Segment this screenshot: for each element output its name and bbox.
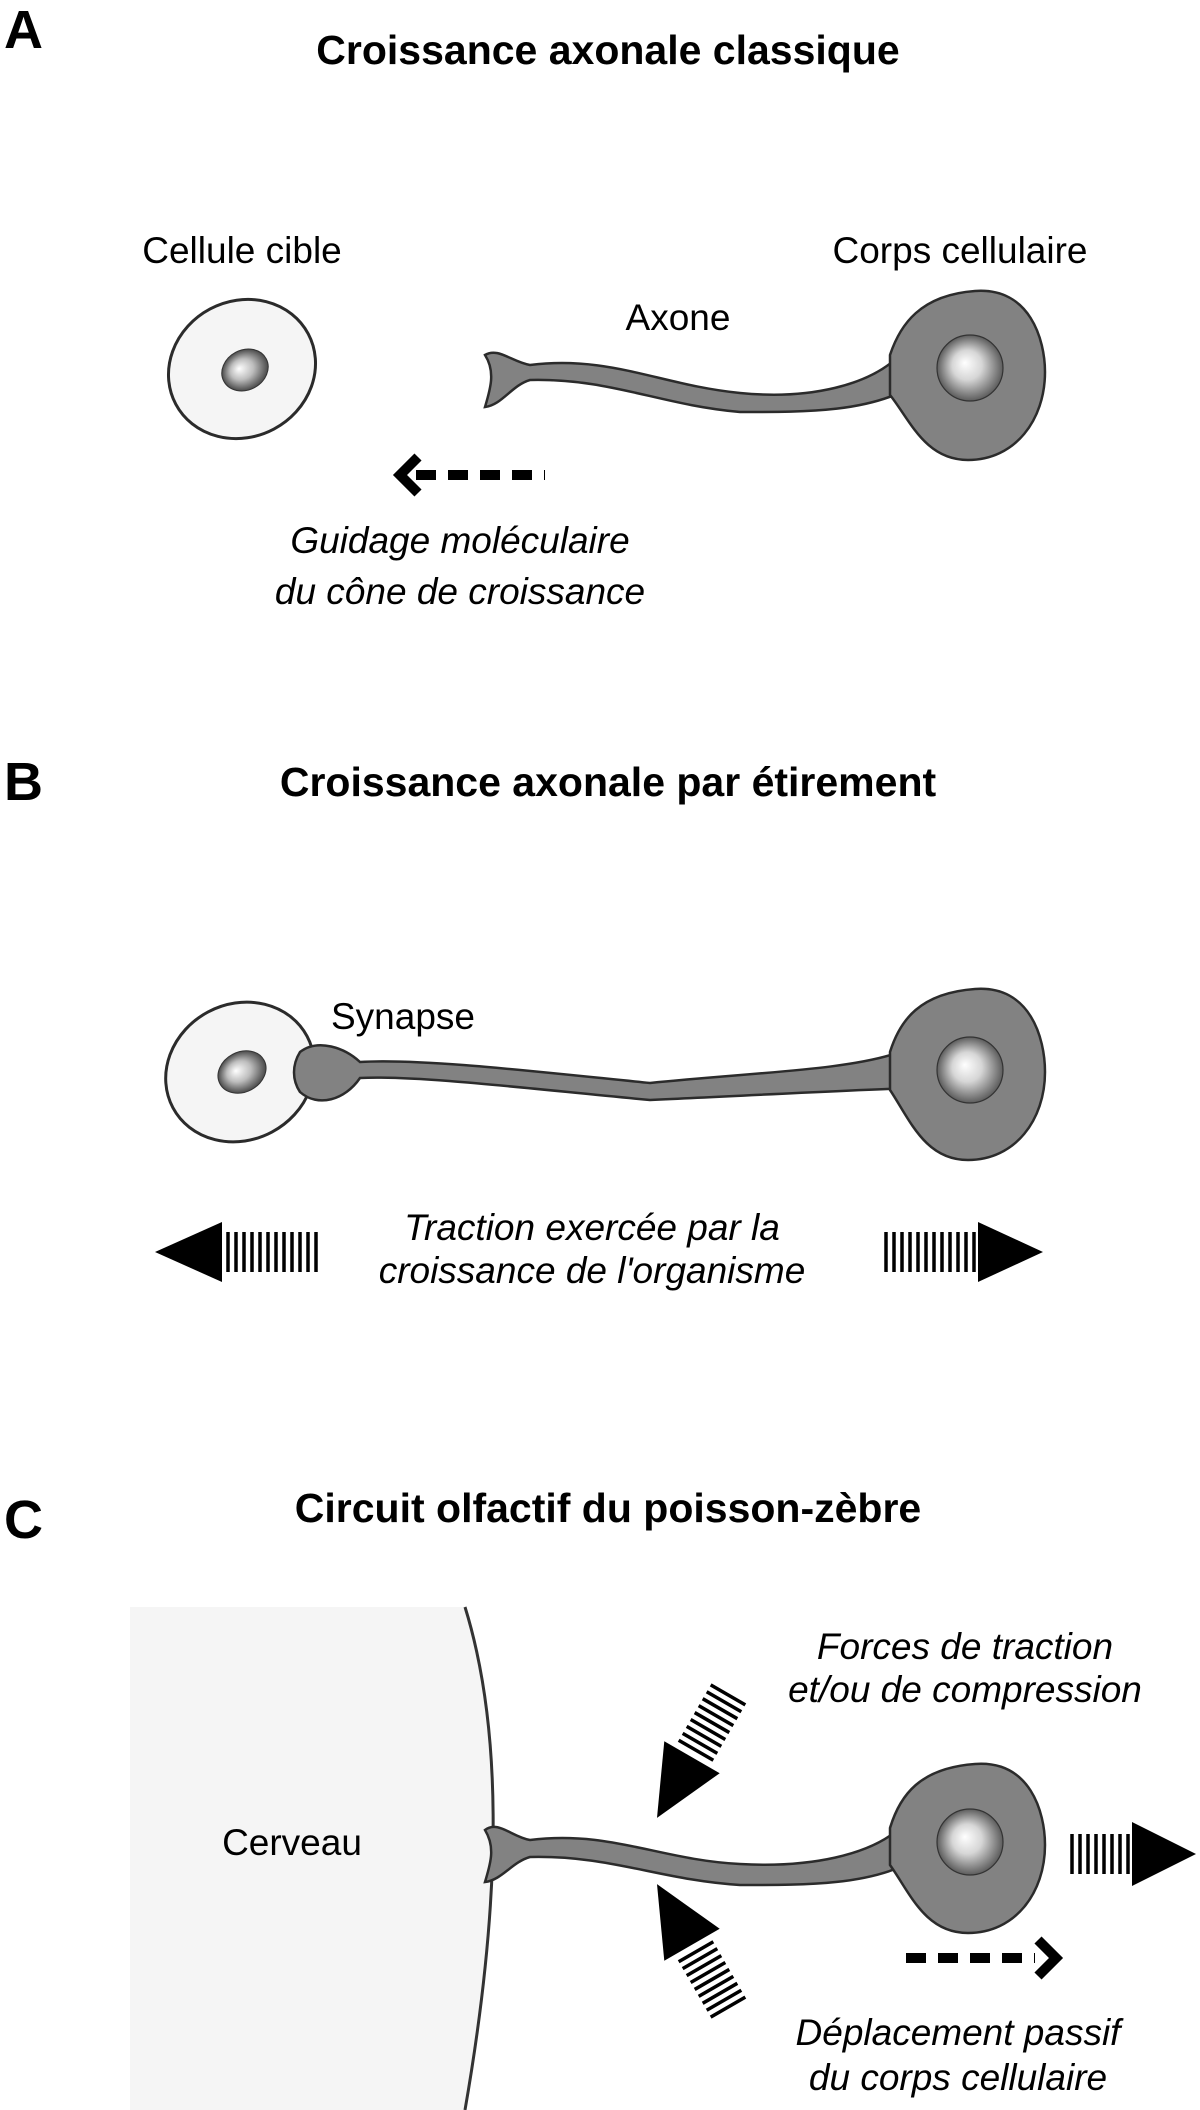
guidance-arrow: [392, 453, 545, 497]
guidance-arrow-head: [392, 453, 422, 497]
panel-b: B Croissance axonale par étirement Synap…: [4, 752, 1047, 1291]
target-cell-label: Cellule cible: [142, 230, 342, 271]
displacement-arrow: [906, 1936, 1064, 1980]
force-arrow-lower-stripes: [677, 1940, 747, 2019]
displacement-label-line1: Déplacement passif: [796, 2012, 1125, 2053]
neuron-a: [483, 289, 1047, 462]
target-cell: [166, 297, 318, 441]
axon-b: [292, 1044, 916, 1102]
traction-arrow-right-head: [978, 1222, 1043, 1282]
panel-a-title: Croissance axonale classique: [316, 27, 899, 73]
brain: [130, 1606, 495, 2110]
panel-c-letter: C: [4, 1490, 43, 1550]
displacement-label-line2: du corps cellulaire: [809, 2057, 1107, 2098]
axon-c: [483, 1825, 917, 1887]
cell-body-label: Corps cellulaire: [833, 230, 1088, 271]
panel-a: A Croissance axonale classique Cellule c…: [4, 0, 1088, 612]
panel-b-title: Croissance axonale par étirement: [280, 759, 937, 805]
force-arrow-upper-head: [657, 1741, 720, 1818]
soma-force-arrow-stripes: [1070, 1834, 1130, 1874]
traction-arrow-right: [884, 1222, 1043, 1282]
traction-arrow-left: [155, 1222, 318, 1282]
panel-a-caption-line1: Guidage moléculaire: [290, 520, 629, 561]
forces-label-line2: et/ou de compression: [788, 1669, 1142, 1710]
panel-b-caption-line1: Traction exercée par la: [404, 1207, 780, 1248]
target-cell-b: [164, 1000, 316, 1144]
force-arrow-upper-stripes: [677, 1683, 747, 1762]
axon-label: Axone: [626, 297, 731, 338]
displacement-arrow-head: [1034, 1936, 1064, 1980]
panel-b-caption-line2: croissance de l'organisme: [379, 1250, 806, 1291]
cell-body-b-nucleus: [936, 1036, 1004, 1104]
force-arrow-lower-head: [657, 1884, 720, 1961]
cell-body-c-nucleus: [936, 1808, 1004, 1876]
synapse-label: Synapse: [331, 996, 475, 1037]
traction-arrow-left-stripes: [226, 1232, 318, 1272]
neuron-b: [292, 987, 1047, 1162]
panel-c: C Circuit olfactif du poisson-zèbre Cerv…: [4, 1485, 1196, 2110]
traction-arrow-left-head: [155, 1222, 222, 1282]
panel-a-caption-line2: du cône de croissance: [275, 571, 645, 612]
brain-region: [130, 1607, 494, 2110]
brain-boundary: [463, 1606, 495, 2110]
panel-b-letter: B: [4, 752, 43, 812]
brain-label: Cerveau: [222, 1822, 362, 1863]
force-arrow-upper: [657, 1683, 747, 1818]
cell-body-a-nucleus: [936, 334, 1004, 402]
panel-a-letter: A: [4, 0, 43, 60]
soma-force-arrow-head: [1132, 1822, 1196, 1886]
neuron-c: [483, 1762, 1047, 1935]
forces-label-line1: Forces de traction: [817, 1626, 1113, 1667]
panel-c-title: Circuit olfactif du poisson-zèbre: [295, 1485, 921, 1531]
target-cell-b-nucleus: [217, 1050, 267, 1094]
axon-a: [483, 351, 917, 414]
soma-force-arrow: [1070, 1822, 1196, 1886]
target-cell-nucleus: [221, 348, 269, 392]
traction-arrow-right-stripes: [884, 1232, 976, 1272]
force-arrow-lower: [657, 1884, 747, 2019]
